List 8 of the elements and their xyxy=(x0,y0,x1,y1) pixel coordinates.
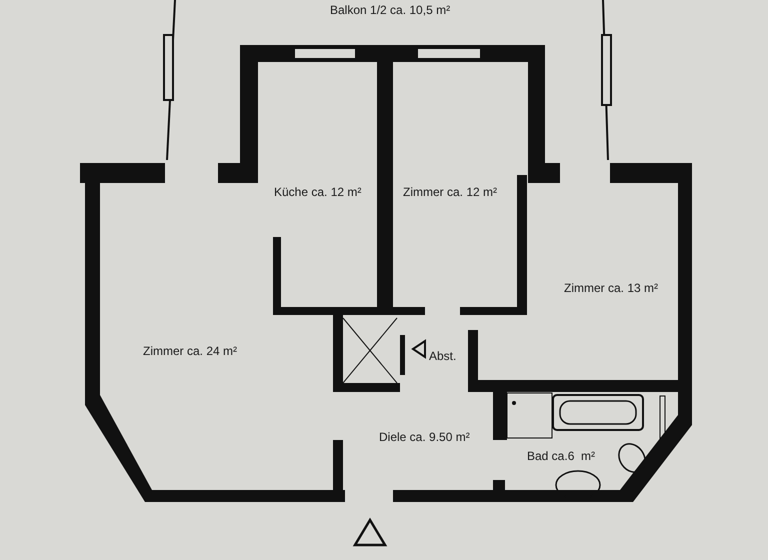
room-label: Zimmer ca. 13 m² xyxy=(564,282,658,294)
room-label: Küche ca. 12 m² xyxy=(274,186,362,198)
room-label: Abst. xyxy=(429,350,456,362)
room-label: Zimmer ca. 24 m² xyxy=(143,345,238,357)
room-label: Zimmer ca. 12 m² xyxy=(403,186,498,198)
room-label: Diele ca. 9.50 m² xyxy=(379,431,470,443)
room-label: Bad ca.6 m² xyxy=(527,450,596,462)
room-label: Balkon 1/2 ca. 10,5 m² xyxy=(330,4,450,16)
